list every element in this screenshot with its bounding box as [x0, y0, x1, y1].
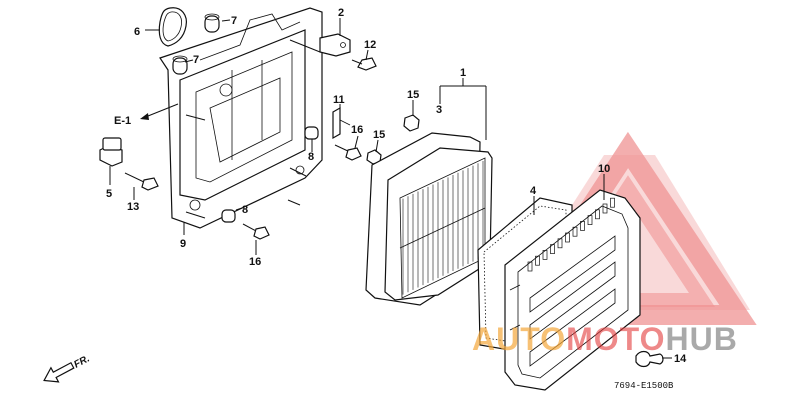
cover-rib — [550, 244, 555, 254]
air-cleaner-cover — [504, 189, 641, 391]
filter-pleats — [402, 160, 484, 295]
catalog-code: 7694-E1500B — [614, 381, 674, 391]
part-label-16b: 16 — [249, 256, 261, 268]
cushion-part-upper — [204, 13, 220, 33]
watermark-text: AUTOMOTOHUB — [472, 321, 738, 357]
gasket-ring-part — [158, 7, 187, 47]
cover-rib — [572, 226, 578, 237]
part-label-1: 1 — [460, 67, 466, 79]
part-label-16a: 16 — [351, 124, 363, 136]
part-label-15a: 15 — [407, 89, 419, 101]
mounting-bracket-part — [99, 137, 123, 167]
leader-lines — [109, 18, 672, 359]
collar-part-upper — [304, 126, 319, 140]
part-label-9: 9 — [180, 238, 186, 250]
cover-rib — [565, 232, 570, 243]
bracket-part — [319, 33, 351, 57]
nut-part-upper — [403, 114, 420, 132]
part-label-8a: 8 — [308, 151, 314, 163]
part-label-3: 3 — [436, 104, 442, 116]
part-label-15b: 15 — [373, 129, 385, 141]
part-label-2: 2 — [338, 7, 344, 19]
front-direction-label: FR. — [72, 353, 91, 370]
cover-rib — [610, 197, 615, 208]
clip-part — [332, 106, 351, 140]
cover-rib — [602, 203, 608, 214]
part-labels: 1 2 3 4 5 6 7 7 8 8 9 10 11 12 13 14 15 … — [106, 7, 687, 365]
part-label-13: 13 — [127, 201, 139, 213]
air-cleaner-case — [159, 7, 323, 229]
part-label-14: 14 — [674, 353, 687, 365]
wing-nut-part — [635, 350, 664, 368]
bolt-part-12 — [351, 57, 377, 71]
cover-ribs — [527, 197, 615, 272]
cover-rib — [587, 215, 593, 225]
watermark-text-prefix: AUTO — [472, 321, 566, 357]
part-label-8b: 8 — [242, 204, 248, 216]
collar-part-lower — [221, 209, 236, 223]
cover-rib — [557, 238, 563, 249]
bolt-part-16-upper — [334, 144, 362, 161]
cover-rib — [595, 209, 600, 220]
cover-rib — [542, 250, 548, 260]
reference-label: E-1 — [114, 115, 131, 127]
front-direction-arrow: FR. — [43, 353, 92, 383]
part-label-7b: 7 — [193, 54, 199, 66]
bolt-part-13 — [124, 172, 159, 191]
part-label-11: 11 — [333, 94, 345, 106]
part-label-12: 12 — [364, 39, 376, 51]
part-label-4: 4 — [530, 185, 537, 197]
part-label-6: 6 — [134, 26, 140, 38]
part-label-7a: 7 — [231, 15, 237, 27]
part-label-10: 10 — [598, 163, 610, 175]
cushion-part-lower — [172, 55, 188, 75]
cover-rib — [535, 255, 540, 266]
watermark-text-suffix: HUB — [665, 321, 737, 357]
part-label-5: 5 — [106, 188, 112, 200]
bolt-part-16-lower — [242, 223, 270, 240]
cover-rib — [580, 221, 585, 231]
cover-rib — [527, 261, 533, 272]
watermark-text-middle: MOTO — [566, 321, 665, 357]
